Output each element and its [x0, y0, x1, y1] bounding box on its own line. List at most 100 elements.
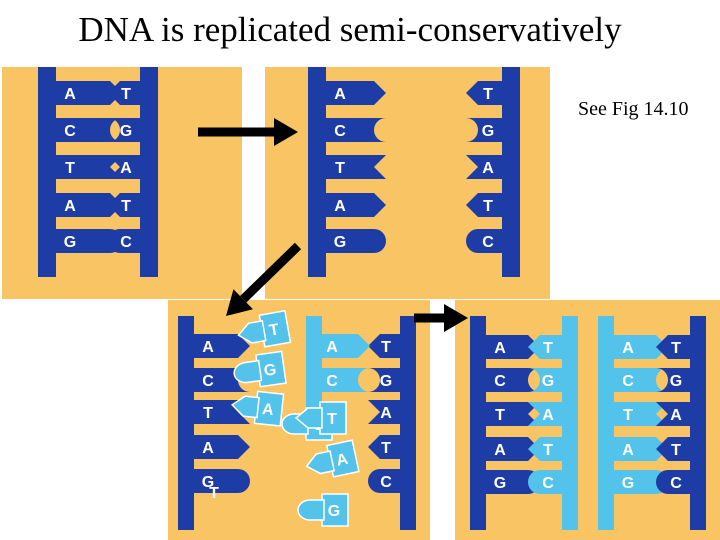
original-right-strand-label-t: T [121, 198, 131, 215]
free-nucleotide-label: T [327, 411, 337, 428]
separated-left-strand-base-t [324, 155, 386, 179]
free-nucleotide-g: G [297, 493, 349, 527]
daughter1-new-strand-base-c [528, 470, 564, 494]
daughter2-new-strand-base-c [612, 368, 668, 392]
arrow-replicate-head [226, 289, 253, 316]
separated-left-strand-label-a: A [334, 86, 346, 103]
replicating-right-template-base-a [368, 400, 402, 424]
original-right-strand-base-t [108, 81, 142, 105]
replicating-left-template-backbone [178, 316, 194, 530]
daughter1-new-strand-backbone [562, 316, 578, 530]
separated-right-strand-base-t [466, 81, 504, 105]
daughter2-old-strand-backbone [690, 316, 706, 530]
original-left-strand-base-t [54, 155, 122, 179]
replicating-right-template-base-t [368, 435, 402, 459]
separated-right-strand-backbone [502, 67, 520, 277]
daughter1-old-strand-base-c [484, 368, 540, 392]
free-nucleotide-label: A [335, 451, 350, 470]
original-left-strand-base-c [54, 118, 122, 142]
separated-left-strand-label-c: C [334, 123, 346, 140]
new-strand-label-c: C [326, 373, 338, 390]
daughter1-new-strand-label-g: G [542, 373, 554, 390]
separated-left-strand-label-a: A [334, 198, 346, 215]
replicating-left-template-label-g: G [202, 474, 214, 491]
separated-right-strand-label-t: T [483, 86, 493, 103]
original-left-strand-label-a: A [64, 86, 76, 103]
replicating-right-template-base-g [368, 368, 402, 392]
original-left-strand-label-c: C [64, 123, 76, 140]
daughter1-new-strand-base-t [528, 437, 564, 461]
separated-left-strand-base-a [324, 81, 386, 105]
original-right-strand-base-t [108, 193, 142, 217]
original-right-strand-label-a: A [120, 160, 132, 177]
arrow-separate [198, 118, 298, 146]
free-nucleotide-t: T [237, 309, 292, 348]
daughter1-new-strand-base-a [528, 402, 564, 426]
replicating-left-template-label-a: A [202, 440, 214, 457]
replicating-right-template-label-t: T [381, 440, 391, 457]
original-left-strand-base-a [54, 193, 122, 217]
separated-right-strand-base-a [466, 155, 504, 179]
original-right-strand-backbone [140, 67, 158, 277]
original-left-strand-label-g: G [64, 234, 76, 251]
original-right-strand-base-a [108, 155, 142, 179]
daughter1-new-strand-base-g [528, 368, 564, 392]
arrow-replicate [226, 242, 302, 316]
original-right-strand-label-t: T [121, 86, 131, 103]
replicating-right-template-backbone [400, 316, 416, 530]
replicating-right-template-base-c [368, 469, 402, 493]
free-nucleotide-t: T [209, 485, 219, 502]
daughter2-old-strand-base-c [656, 470, 692, 494]
original-right-strand-label-c: C [120, 234, 132, 251]
figure-reference: See Fig 14.10 [578, 98, 689, 120]
daughter1-old-strand-label-c: C [494, 373, 506, 390]
separated-right-strand-label-t: T [483, 198, 493, 215]
replicating-right-template-base-t [368, 334, 402, 358]
original-left-strand-label-t: T [65, 160, 75, 177]
replicating-right-template-label-c: C [380, 474, 392, 491]
replicating-left-template-base-a [192, 435, 250, 459]
daughter1-new-strand-base-t [528, 335, 564, 359]
separated-left-strand-base-g [324, 229, 386, 253]
daughter2-old-strand-label-c: C [670, 475, 682, 492]
free-nucleotide-base [233, 359, 263, 384]
original-right-strand-label-g: G [120, 123, 132, 140]
daughter2-new-strand-label-g: G [622, 475, 634, 492]
free-nucleotide-base [305, 450, 336, 475]
separated-right-strand-label-c: C [482, 234, 494, 251]
new-strand-backbone [306, 316, 322, 416]
daughter2-old-strand-label-t: T [671, 442, 681, 459]
replicating-new-strand: AC [306, 316, 370, 416]
new-strand-label-a: A [326, 339, 338, 356]
arrow-complete [414, 304, 468, 332]
daughter1-new-strand-label-a: A [542, 407, 554, 424]
replicating-right-template-label-t: T [381, 339, 391, 356]
daughter1-new-strand-label-c: C [542, 475, 554, 492]
free-nucleotide-g: G [233, 350, 287, 388]
replicating-left-template-base-g [192, 469, 250, 493]
daughter2-old-strand-base-t [656, 437, 692, 461]
daughter2-new-strand-backbone [598, 316, 614, 530]
daughter2-old-strand-base-g [656, 368, 692, 392]
slide-title: DNA is replicated semi-conservatively [78, 10, 622, 49]
separated-right-strand-label-g: G [482, 123, 494, 140]
separated-left-strand-base-c [324, 118, 386, 142]
daughter2-new-strand-base-g [612, 470, 668, 494]
separated-right-strand-base-c [466, 229, 504, 253]
daughter2-old-strand-label-t: T [671, 340, 681, 357]
daughter2-new-strand-base-a [612, 437, 668, 461]
separated-left-strand-base-a [324, 193, 386, 217]
free-nucleotide-label: A [261, 401, 275, 419]
daughter1-old-strand-label-a: A [494, 442, 506, 459]
panels-layer: ACTAGTGATCACTAGTGATCACTAGTGATCACTGACTAGT… [2, 67, 720, 540]
free-nucleotide-a: A [305, 439, 360, 478]
daughter1-new-strand-label-t: T [543, 340, 553, 357]
daughter1-old-strand-base-t [484, 402, 540, 426]
daughter1-old-strand-base-a [484, 335, 540, 359]
daughter2-old-strand-base-a [656, 402, 692, 426]
free-nucleotide-base [294, 407, 323, 429]
daughter2-new-strand-base-t [612, 402, 668, 426]
separated-right-strand-base-g [466, 118, 504, 142]
